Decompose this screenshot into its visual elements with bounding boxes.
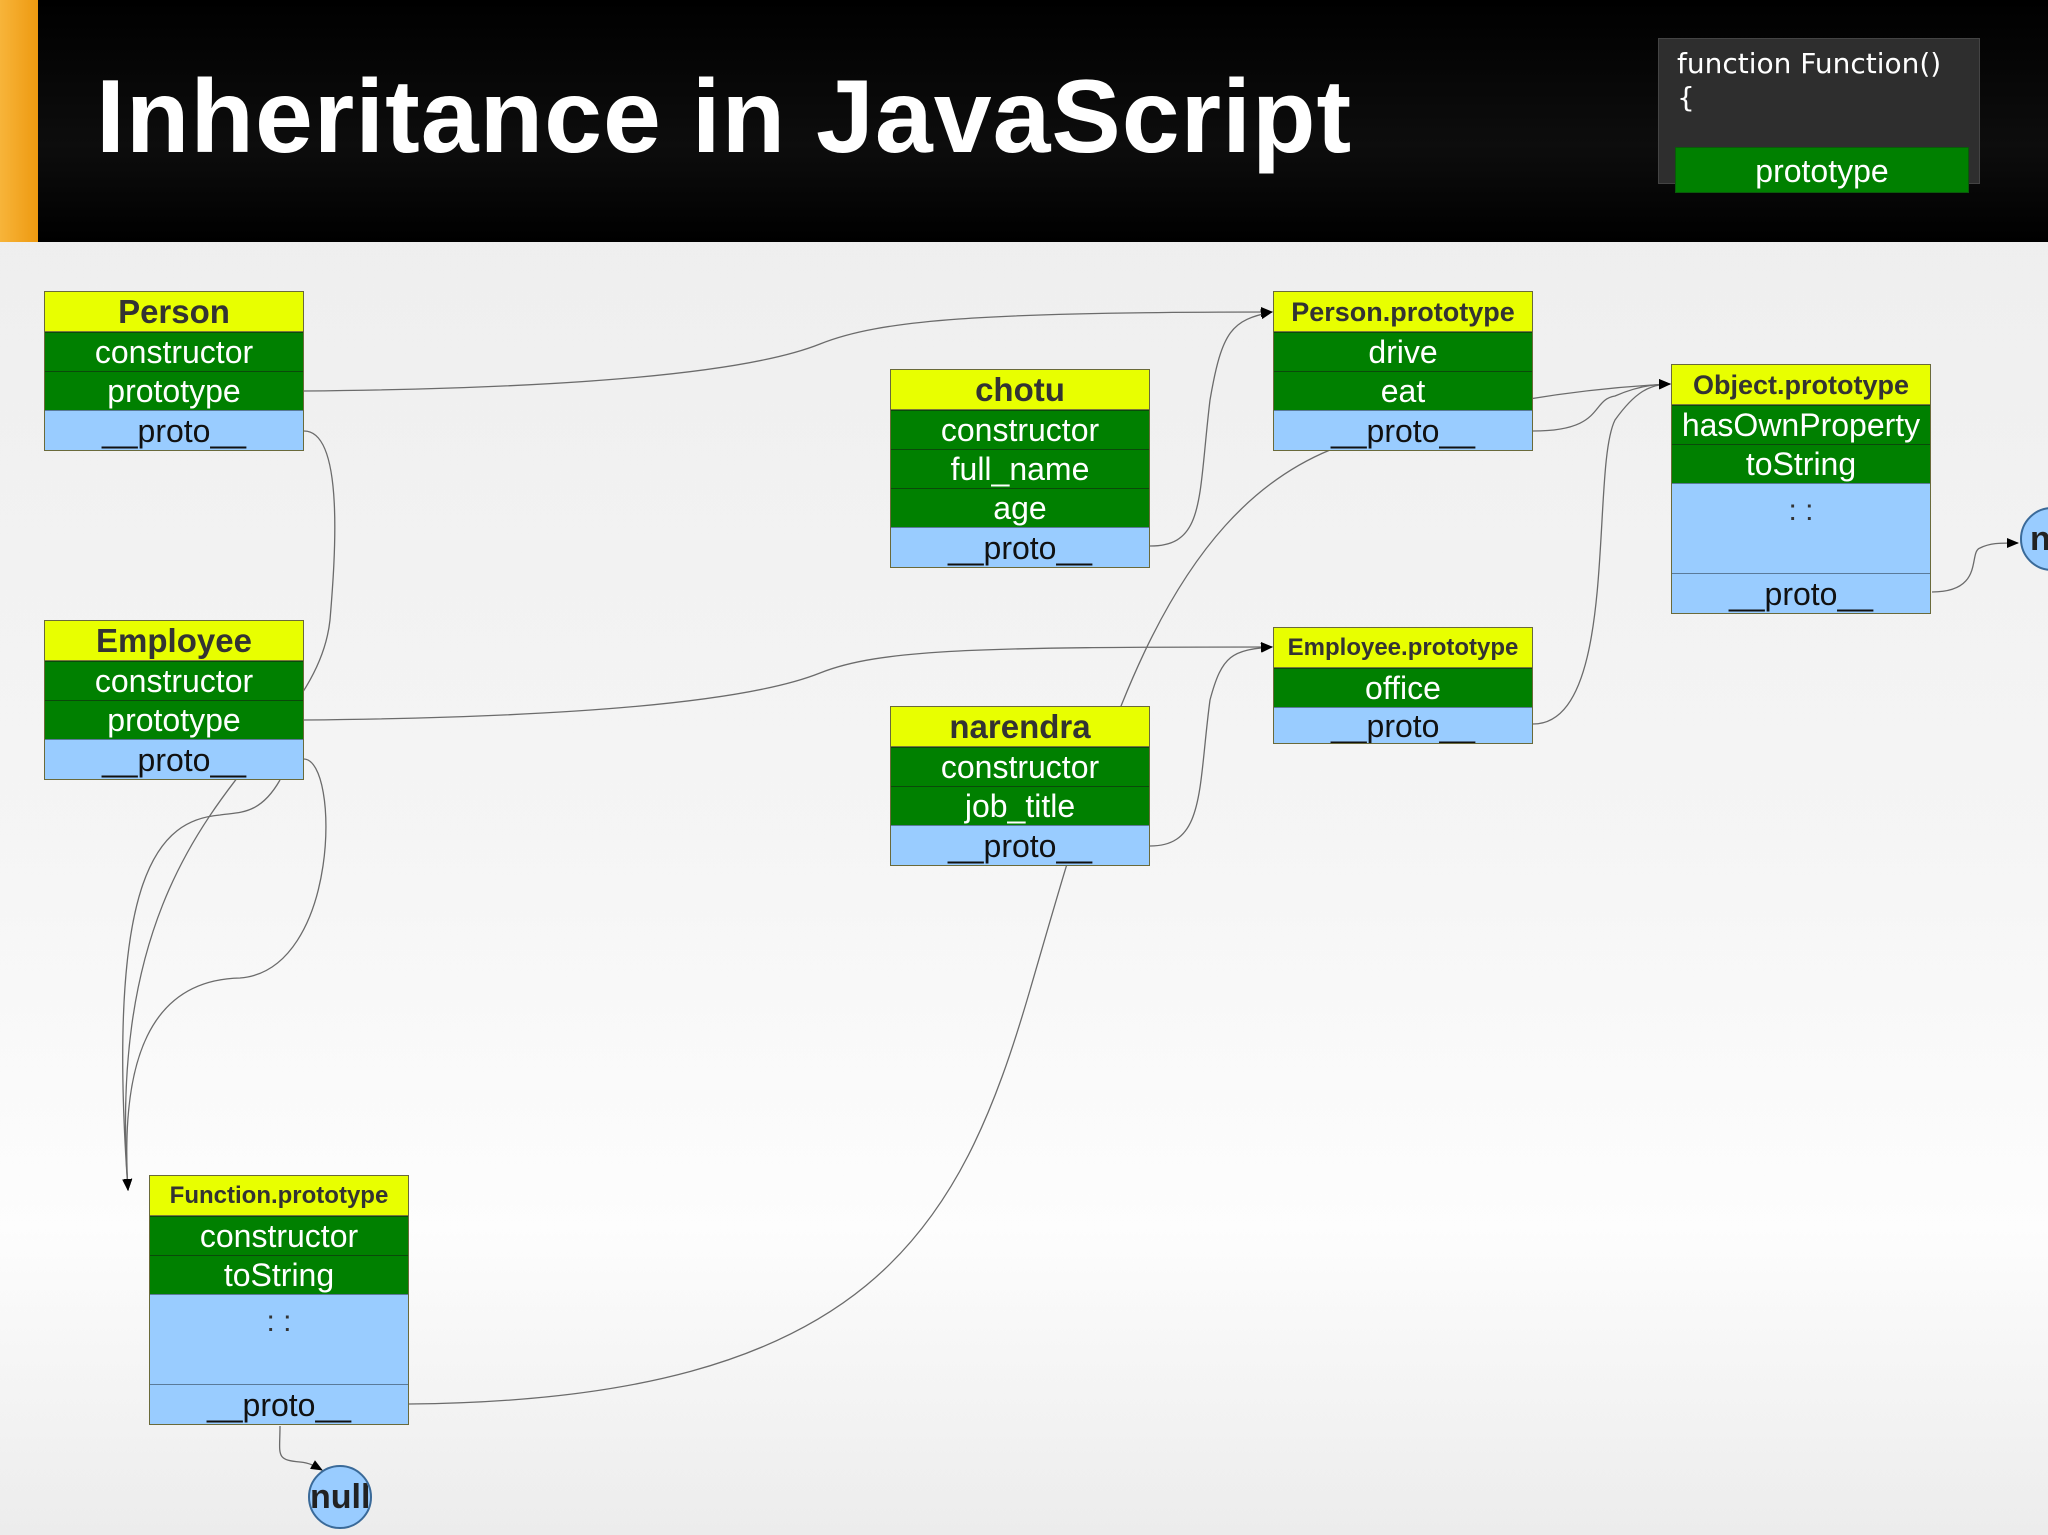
object-prototype-object: Object.prototype hasOwnProperty toString… <box>1671 364 1931 614</box>
object-prototype-tostring: toString <box>1672 444 1930 483</box>
employee-constructor: constructor <box>45 661 303 700</box>
person-proto: __proto__ <box>45 410 303 450</box>
person-prototype-header: Person.prototype <box>1274 292 1532 332</box>
employee-prototype-proto: __proto__ <box>1274 707 1532 743</box>
object-prototype-proto: __proto__ <box>1672 573 1930 613</box>
chotu-header: chotu <box>891 370 1149 410</box>
link-function-prototype-null <box>278 1425 323 1471</box>
link-narendra-proto <box>1149 642 1273 847</box>
object-prototype-ellipsis: : : <box>1672 483 1930 573</box>
person-prototype-proto: __proto__ <box>1274 410 1532 450</box>
function-prototype-slot: prototype <box>1675 147 1969 193</box>
employee-prototype-header: Employee.prototype <box>1274 628 1532 668</box>
slide-title: Inheritance in JavaScript <box>96 59 1353 175</box>
employee-prototype: prototype <box>45 700 303 739</box>
object-prototype-header: Object.prototype <box>1672 365 1930 405</box>
link-chotu-proto <box>1149 309 1273 547</box>
link-employee-proto <box>122 758 327 1191</box>
title-bar: Inheritance in JavaScript function Funct… <box>0 0 2048 242</box>
function-prototype-constructor: constructor <box>150 1216 408 1255</box>
narendra-constructor: constructor <box>891 747 1149 786</box>
employee-prototype-object: Employee.prototype office __proto__ <box>1273 627 1533 744</box>
chotu-full-name: full_name <box>891 449 1149 488</box>
object-prototype-hasownproperty: hasOwnProperty <box>1672 405 1930 444</box>
employee-object: Employee constructor prototype __proto__ <box>44 620 304 780</box>
link-employee-prototype <box>303 642 1273 721</box>
narendra-proto: __proto__ <box>891 825 1149 865</box>
function-prototype-ellipsis: : : <box>150 1294 408 1384</box>
link-person-proto <box>122 430 336 1191</box>
employee-prototype-office: office <box>1274 668 1532 707</box>
person-prototype: prototype <box>45 371 303 410</box>
person-constructor: constructor <box>45 332 303 371</box>
narendra-header: narendra <box>891 707 1149 747</box>
link-person-prototype <box>303 307 1273 392</box>
employee-proto: __proto__ <box>45 739 303 779</box>
chotu-object: chotu constructor full_name age __proto_… <box>890 369 1150 568</box>
function-prototype-header: Function.prototype <box>150 1176 408 1216</box>
function-code: function Function() { <box>1677 47 1942 114</box>
function-prototype-object: Function.prototype constructor toString … <box>149 1175 409 1425</box>
chotu-proto: __proto__ <box>891 527 1149 567</box>
function-prototype-tostring: toString <box>150 1255 408 1294</box>
person-prototype-drive: drive <box>1274 332 1532 371</box>
person-header: Person <box>45 292 303 332</box>
person-object: Person constructor prototype __proto__ <box>44 291 304 451</box>
person-prototype-object: Person.prototype drive eat __proto__ <box>1273 291 1533 451</box>
link-object-prototype-proto <box>1931 538 2019 593</box>
employee-header: Employee <box>45 621 303 661</box>
link-employee-prototype-proto <box>1532 379 1671 725</box>
null-node-bottom: null <box>308 1465 372 1529</box>
narendra-job-title: job_title <box>891 786 1149 825</box>
accent-stripe <box>0 0 38 242</box>
chotu-age: age <box>891 488 1149 527</box>
chotu-constructor: constructor <box>891 410 1149 449</box>
link-employee-proto-2 <box>122 779 281 1191</box>
function-prototype-proto: __proto__ <box>150 1384 408 1424</box>
narendra-object: narendra constructor job_title __proto__ <box>890 706 1150 866</box>
person-prototype-eat: eat <box>1274 371 1532 410</box>
function-constructor-box: function Function() { prototype <box>1658 38 1980 193</box>
link-person-prototype-proto <box>1532 379 1671 432</box>
